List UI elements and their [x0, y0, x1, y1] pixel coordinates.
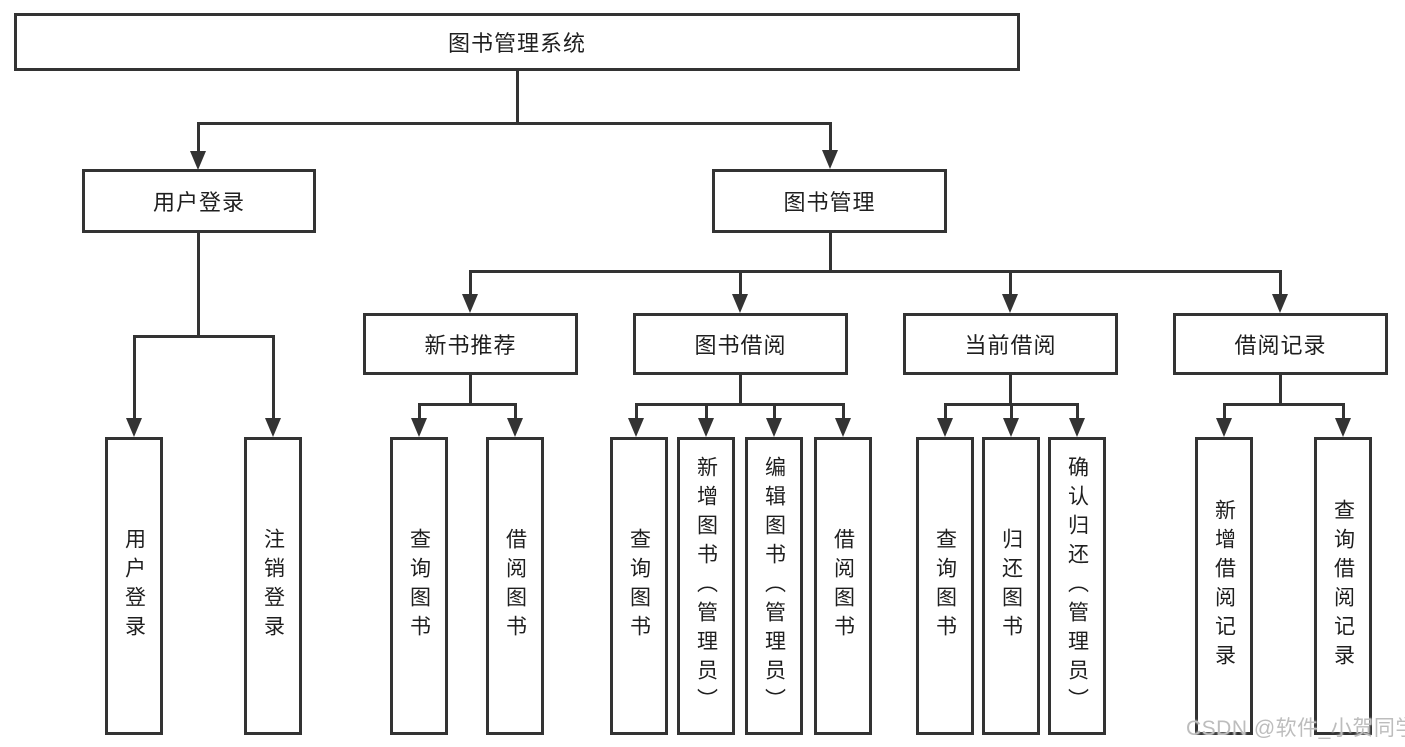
leaf-current-return-books-label: 归还图书	[999, 528, 1023, 644]
arrowhead-icon	[126, 418, 142, 437]
arrowhead-icon	[835, 418, 851, 437]
arrowhead-icon	[937, 418, 953, 437]
csdn-watermark: CSDN @软件_小贺同学	[1186, 717, 1405, 740]
arrowhead-icon	[1272, 294, 1288, 313]
node-new-book-recommendation: 新书推荐	[363, 313, 578, 375]
leaf-records-add-borrow-record-label: 新增借阅记录	[1212, 499, 1236, 673]
edge-to-recommend-query	[418, 403, 421, 419]
leaf-recommend-borrow-books: 借阅图书	[486, 437, 544, 735]
edge-borrowing-stem	[739, 375, 742, 406]
edge-to-leaf-user-login	[133, 335, 136, 419]
edge-book-management-stem	[829, 233, 832, 273]
edge-to-new-book-recommendation	[469, 270, 472, 296]
leaf-current-query-books: 查询图书	[916, 437, 974, 735]
leaf-borrowing-edit-books-admin: 编辑图书（管理员）	[745, 437, 803, 735]
arrowhead-icon	[462, 294, 478, 313]
arrowhead-icon	[507, 418, 523, 437]
leaf-user-login-label: 用户登录	[122, 528, 146, 644]
edge-to-recommend-borrow	[514, 403, 517, 419]
leaf-recommend-query-books-label: 查询图书	[407, 528, 431, 644]
edge-current-stem	[1009, 375, 1012, 406]
node-borrowing-records: 借阅记录	[1173, 313, 1388, 375]
arrowhead-icon	[822, 150, 838, 169]
edge-root-crossbar	[197, 122, 831, 125]
arrowhead-icon	[1069, 418, 1085, 437]
edge-user-login-stem	[197, 233, 200, 338]
leaf-logout: 注销登录	[244, 437, 302, 735]
edge-to-current-return	[1010, 403, 1013, 419]
arrowhead-icon	[1216, 418, 1232, 437]
edge-to-borrowing-add	[705, 403, 708, 419]
node-book-borrowing: 图书借阅	[633, 313, 848, 375]
arrowhead-icon	[1002, 294, 1018, 313]
edge-recommendation-crossbar	[418, 403, 517, 406]
arrowhead-icon	[1003, 418, 1019, 437]
leaf-borrowing-query-books-label: 查询图书	[627, 528, 651, 644]
leaf-current-return-books: 归还图书	[982, 437, 1040, 735]
edge-to-borrowing-borrow	[842, 403, 845, 419]
edge-to-user-login	[197, 122, 200, 153]
edge-to-records-query	[1342, 403, 1345, 419]
edge-to-records-add	[1223, 403, 1226, 419]
edge-borrowing-crossbar	[635, 403, 844, 406]
leaf-records-query-borrow-record: 查询借阅记录	[1314, 437, 1372, 735]
edge-to-borrowing-query	[635, 403, 638, 419]
leaf-recommend-borrow-books-label: 借阅图书	[503, 528, 527, 644]
leaf-current-query-books-label: 查询图书	[933, 528, 957, 644]
edge-user-login-crossbar	[133, 335, 275, 338]
leaf-records-add-borrow-record: 新增借阅记录	[1195, 437, 1253, 735]
leaf-borrowing-edit-books-admin-label: 编辑图书（管理员）	[762, 455, 786, 717]
node-library-management-system: 图书管理系统	[14, 13, 1020, 71]
arrowhead-icon	[766, 418, 782, 437]
leaf-current-confirm-return-admin: 确认归还（管理员）	[1048, 437, 1106, 735]
leaf-logout-label: 注销登录	[261, 528, 285, 644]
edge-to-current-confirm	[1076, 403, 1079, 419]
arrowhead-icon	[698, 418, 714, 437]
arrowhead-icon	[1335, 418, 1351, 437]
arrowhead-icon	[732, 294, 748, 313]
leaf-user-login: 用户登录	[105, 437, 163, 735]
leaf-borrowing-borrow-books-label: 借阅图书	[831, 528, 855, 644]
leaf-records-query-borrow-record-label: 查询借阅记录	[1331, 499, 1355, 673]
edge-to-borrowing-edit	[773, 403, 776, 419]
edge-root-stem	[516, 71, 519, 125]
arrowhead-icon	[628, 418, 644, 437]
edge-records-crossbar	[1223, 403, 1344, 406]
edge-records-stem	[1279, 375, 1282, 406]
leaf-borrowing-borrow-books: 借阅图书	[814, 437, 872, 735]
arrowhead-icon	[265, 418, 281, 437]
edge-book-management-crossbar	[469, 270, 1282, 273]
leaf-recommend-query-books: 查询图书	[390, 437, 448, 735]
arrowhead-icon	[411, 418, 427, 437]
edge-to-book-borrowing	[739, 270, 742, 296]
arrowhead-icon	[190, 151, 206, 170]
node-book-management-branch: 图书管理	[712, 169, 947, 233]
edge-to-leaf-logout	[272, 335, 275, 419]
node-user-login-branch: 用户登录	[82, 169, 316, 233]
leaf-borrowing-query-books: 查询图书	[610, 437, 668, 735]
edge-to-book-management	[829, 122, 832, 152]
leaf-borrowing-add-books-admin-label: 新增图书（管理员）	[694, 455, 718, 717]
node-current-borrowing: 当前借阅	[903, 313, 1118, 375]
leaf-current-confirm-return-admin-label: 确认归还（管理员）	[1065, 455, 1089, 717]
edge-to-borrowing-records	[1279, 270, 1282, 296]
edge-recommendation-stem	[469, 375, 472, 406]
leaf-borrowing-add-books-admin: 新增图书（管理员）	[677, 437, 735, 735]
edge-to-current-borrowing	[1009, 270, 1012, 296]
edge-to-current-query	[944, 403, 947, 419]
